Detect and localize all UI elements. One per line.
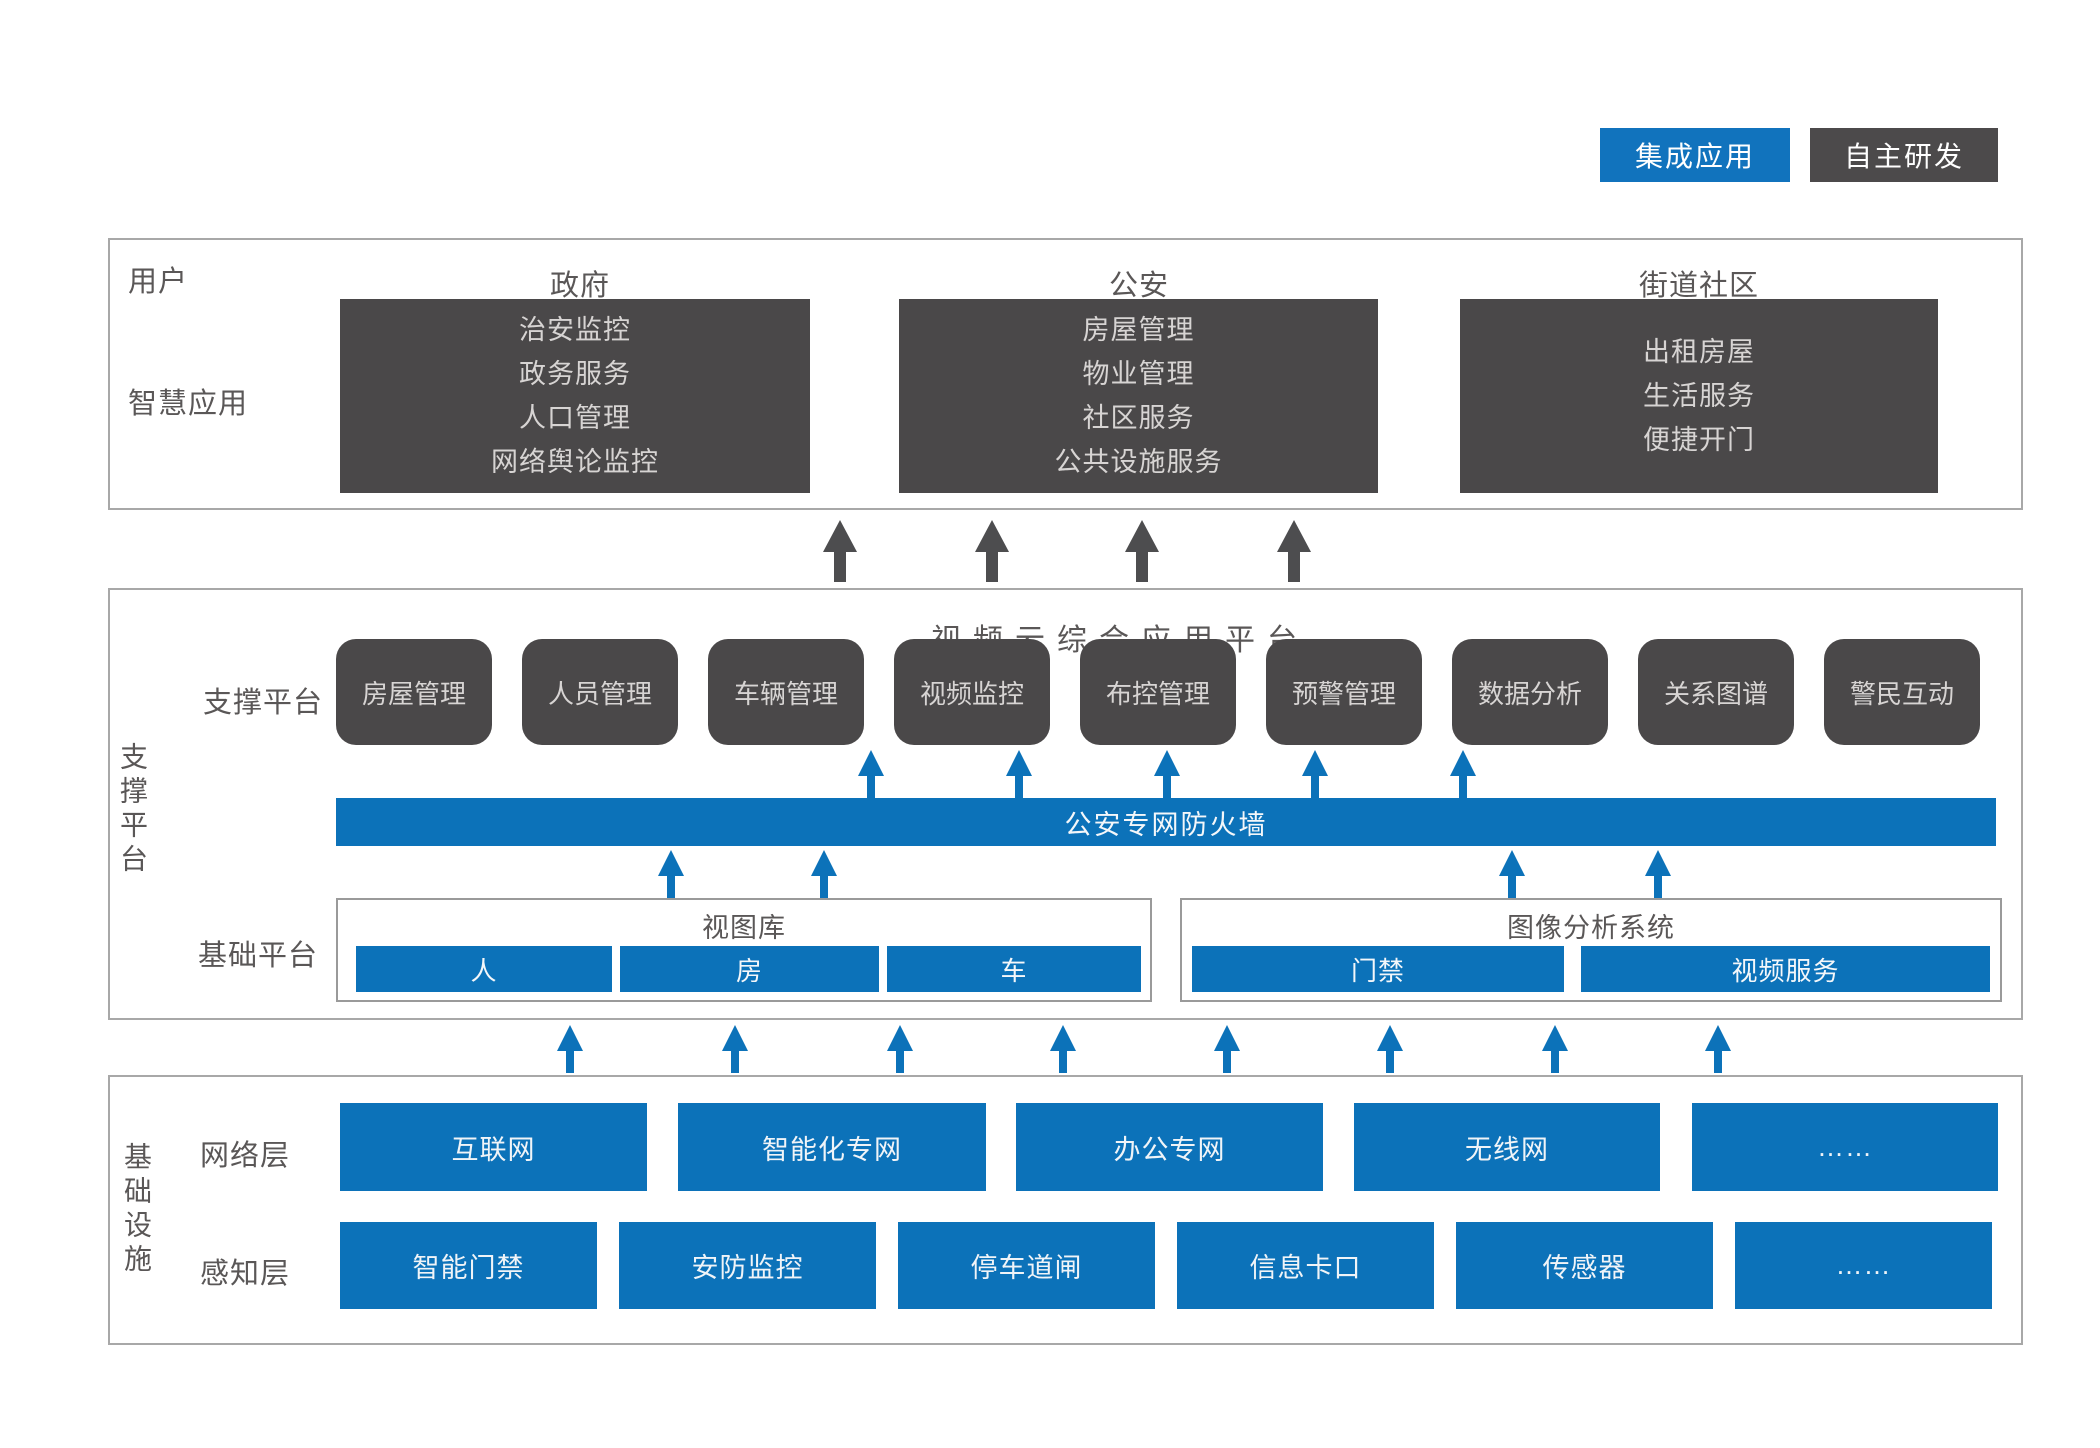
module-video-surveillance: 视频监控	[894, 639, 1050, 745]
users-row-label: 用户	[128, 266, 189, 298]
module-vehicle-mgmt: 车辆管理	[708, 639, 864, 745]
up-arrow-blue	[887, 1025, 913, 1073]
up-arrow-blue	[1377, 1025, 1403, 1073]
column-header-community: 街道社区	[1638, 270, 1760, 302]
smart-apps-row-label: 智慧应用	[128, 388, 249, 420]
up-arrow-dark	[823, 520, 857, 582]
app-item: 房屋管理	[1082, 315, 1195, 345]
app-item: 政务服务	[519, 359, 631, 389]
sensing-box-smart-access: 智能门禁	[340, 1222, 597, 1309]
app-item: 网络舆论监控	[491, 447, 659, 477]
up-arrow-dark	[975, 520, 1009, 582]
app-box-police: 房屋管理 物业管理 社区服务 公共设施服务	[899, 299, 1378, 493]
network-layer-label: 网络层	[199, 1140, 291, 1172]
network-box-office-private: 办公专网	[1016, 1103, 1323, 1191]
module-housing-mgmt: 房屋管理	[336, 639, 492, 745]
view-library-item-vehicle: 车	[887, 946, 1141, 992]
app-item: 治安监控	[519, 315, 631, 345]
app-item: 出租房屋	[1643, 337, 1755, 367]
up-arrow-blue	[1705, 1025, 1731, 1073]
module-control-mgmt: 布控管理	[1080, 639, 1236, 745]
column-header-police: 公安	[1108, 270, 1170, 302]
up-arrow-dark	[1277, 520, 1311, 582]
support-platform-row-label: 支撑平台	[202, 687, 324, 719]
up-arrow-blue	[1499, 850, 1525, 898]
network-box-internet: 互联网	[340, 1103, 647, 1191]
up-arrow-blue	[1302, 750, 1328, 798]
module-relationship-graph: 关系图谱	[1638, 639, 1794, 745]
sensing-box-parking-barrier: 停车道闸	[898, 1222, 1155, 1309]
up-arrow-blue	[1542, 1025, 1568, 1073]
up-arrow-dark	[1125, 520, 1159, 582]
sensing-box-info-checkpoint: 信息卡口	[1177, 1222, 1434, 1309]
app-item: 生活服务	[1643, 381, 1755, 411]
module-data-analysis: 数据分析	[1452, 639, 1608, 745]
firewall-bar: 公安专网防火墙	[336, 798, 1996, 846]
up-arrow-blue	[1645, 850, 1671, 898]
network-box-wireless: 无线网	[1354, 1103, 1660, 1191]
app-box-government: 治安监控 政务服务 人口管理 网络舆论监控	[340, 299, 810, 493]
view-library-title: 视图库	[702, 913, 786, 943]
up-arrow-blue	[1050, 1025, 1076, 1073]
app-box-community: 出租房屋 生活服务 便捷开门	[1460, 299, 1938, 493]
up-arrow-blue	[858, 750, 884, 798]
up-arrow-blue	[1214, 1025, 1240, 1073]
sensing-layer-label: 感知层	[199, 1258, 291, 1290]
app-item: 人口管理	[519, 403, 631, 433]
up-arrow-blue	[1154, 750, 1180, 798]
image-analysis-title: 图像分析系统	[1507, 913, 1675, 943]
up-arrow-blue	[1450, 750, 1476, 798]
app-item: 公共设施服务	[1054, 447, 1223, 477]
sensing-box-more: ……	[1735, 1222, 1992, 1309]
module-early-warning: 预警管理	[1266, 639, 1422, 745]
infrastructure-side-label: 基础设施	[121, 1142, 152, 1278]
network-box-more: ……	[1692, 1103, 1998, 1191]
column-header-government: 政府	[549, 270, 611, 302]
up-arrow-blue	[722, 1025, 748, 1073]
view-library-item-house: 房	[620, 946, 879, 992]
sensing-box-sensor: 传感器	[1456, 1222, 1713, 1309]
support-platform-side-label: 支撑平台	[117, 742, 148, 878]
network-box-intelligent-private: 智能化专网	[678, 1103, 986, 1191]
up-arrow-blue	[1006, 750, 1032, 798]
app-item: 物业管理	[1082, 359, 1195, 389]
up-arrow-blue	[811, 850, 837, 898]
app-item: 便捷开门	[1643, 425, 1755, 455]
app-item: 社区服务	[1082, 403, 1195, 433]
image-analysis-item-access: 门禁	[1192, 946, 1564, 992]
up-arrow-blue	[658, 850, 684, 898]
legend-integrated-badge: 集成应用	[1600, 128, 1790, 182]
module-police-citizen: 警民互动	[1824, 639, 1980, 745]
module-personnel-mgmt: 人员管理	[522, 639, 678, 745]
image-analysis-item-video-service: 视频服务	[1581, 946, 1990, 992]
up-arrow-blue	[557, 1025, 583, 1073]
base-platform-row-label: 基础平台	[197, 940, 319, 972]
view-library-item-person: 人	[356, 946, 612, 992]
legend-self-developed-badge: 自主研发	[1810, 128, 1998, 182]
sensing-box-security-monitoring: 安防监控	[619, 1222, 876, 1309]
